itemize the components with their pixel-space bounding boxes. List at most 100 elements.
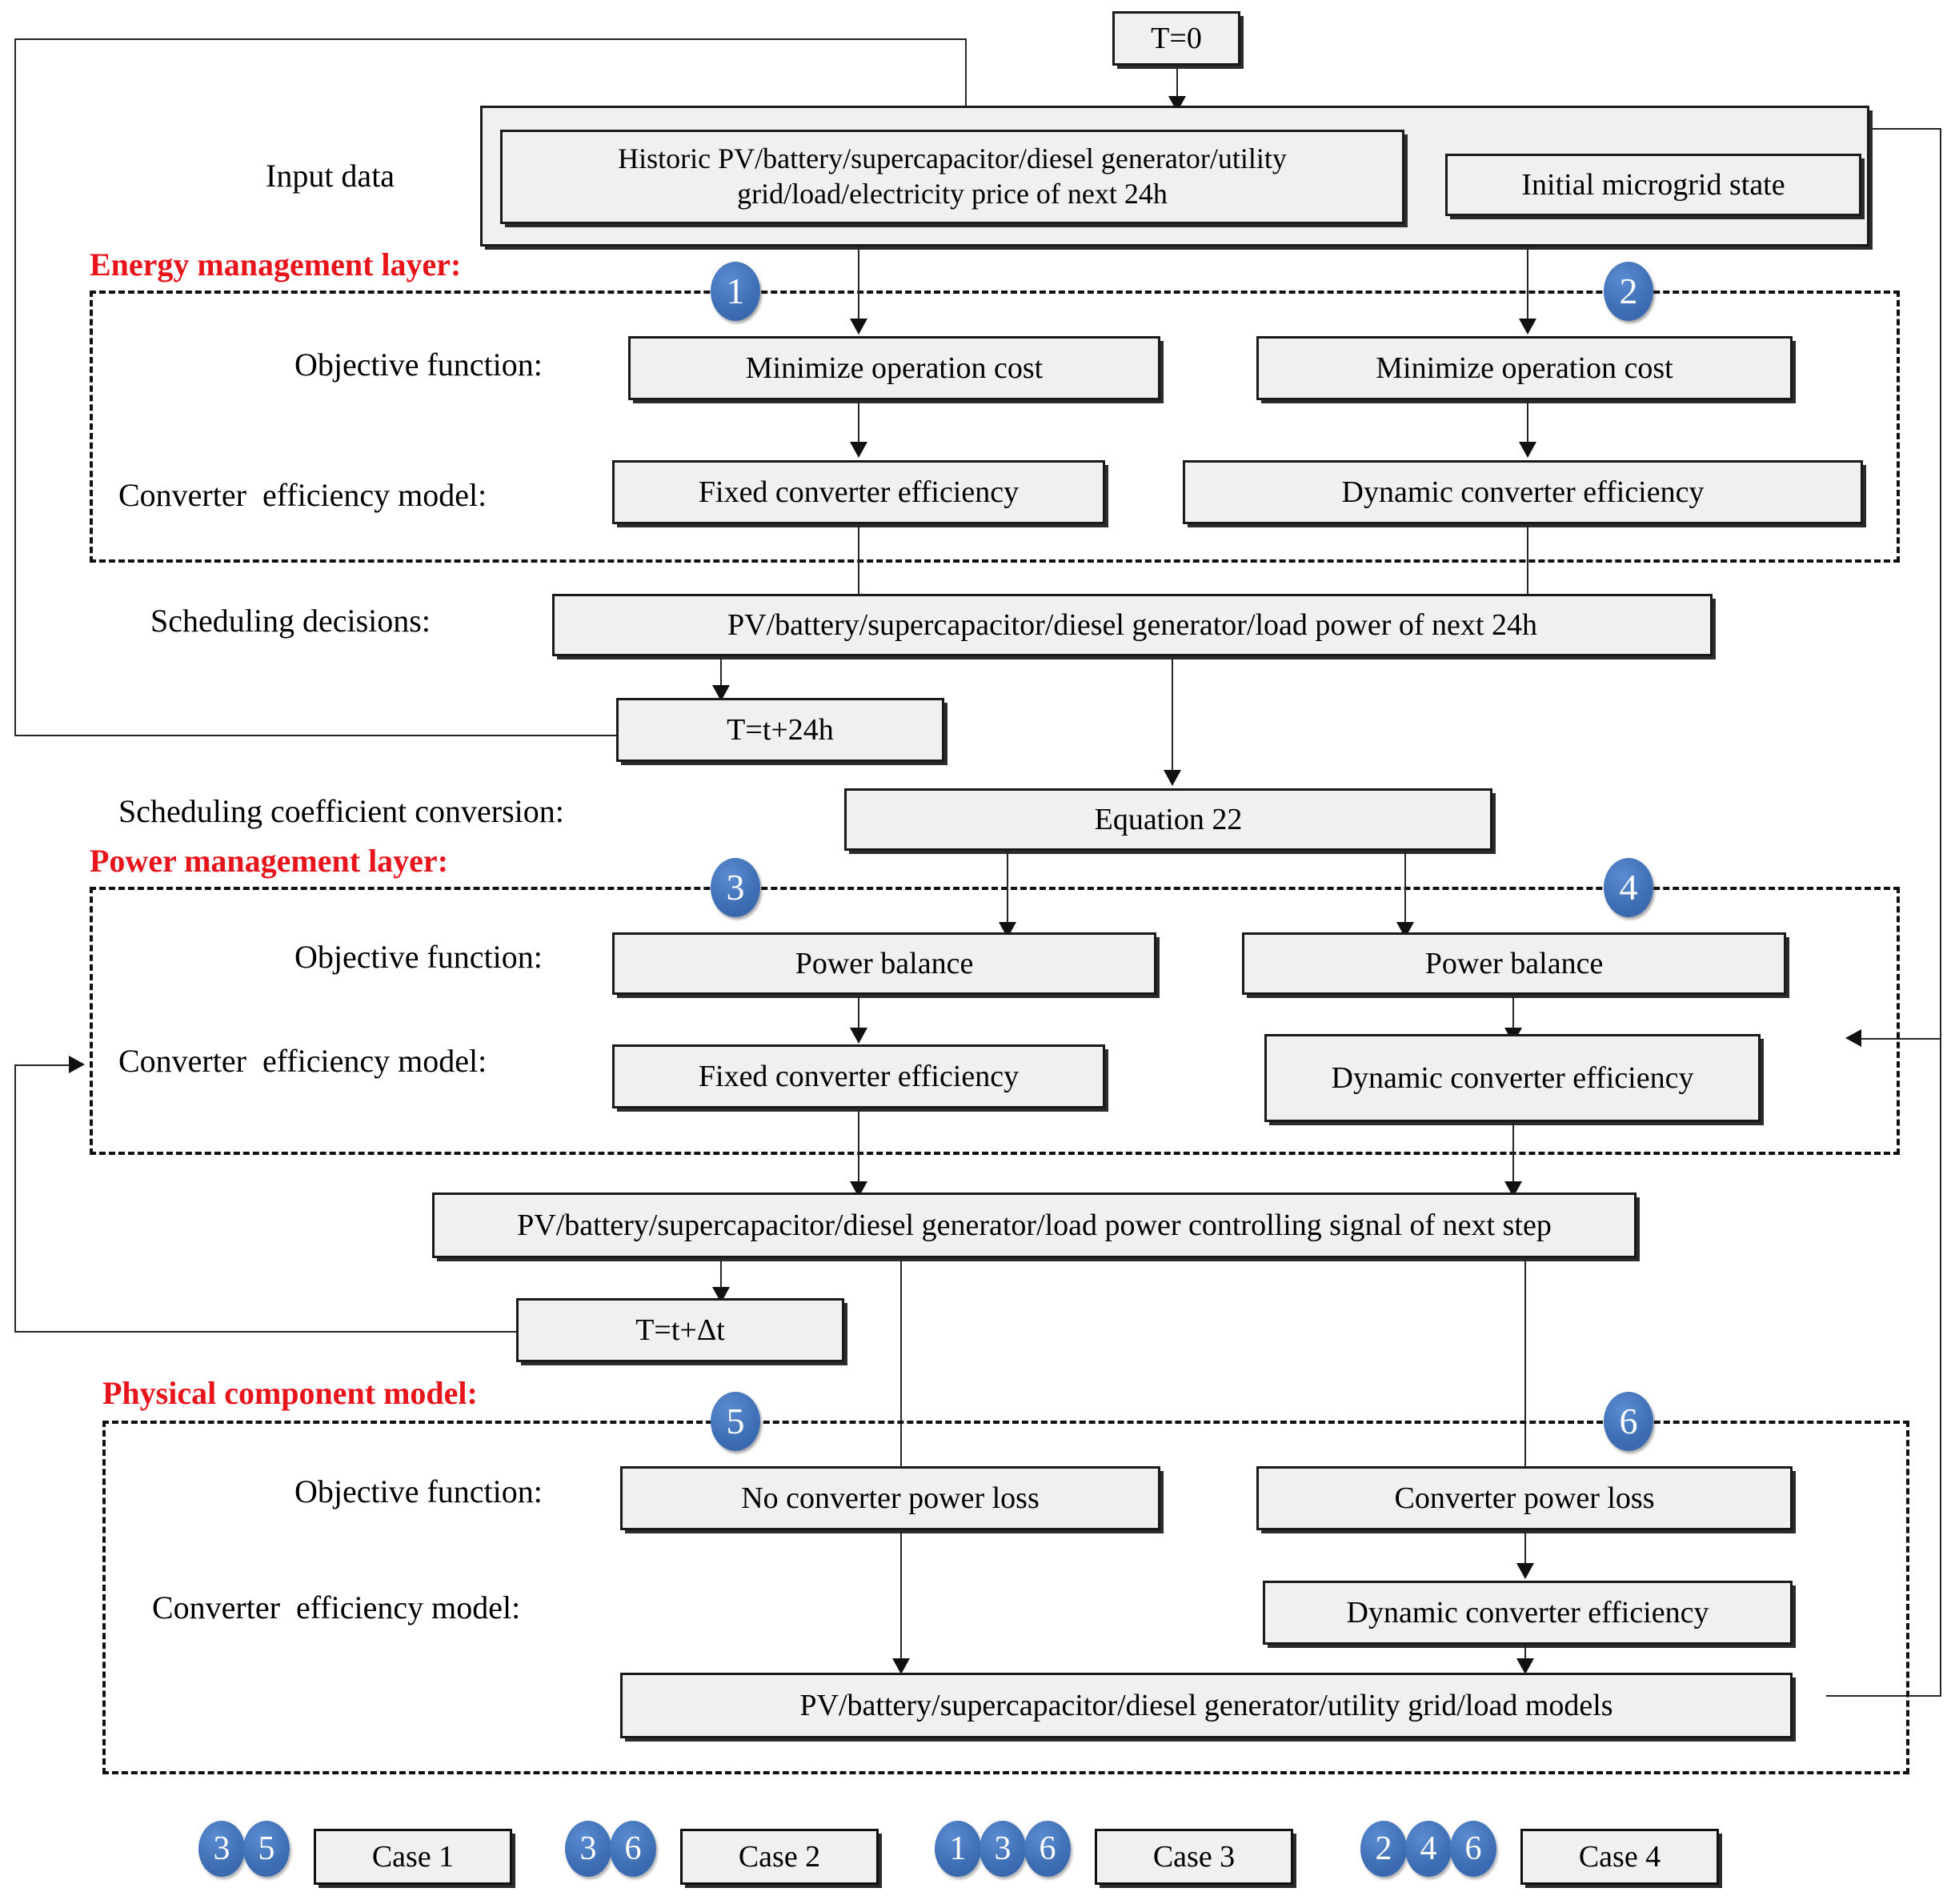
case-2-badge-3: 3 (565, 1821, 611, 1877)
edge-pm-obj-left-to-conv-arrow (850, 1028, 867, 1044)
edge-pc-obj-right-to-conv-arrow (1516, 1563, 1534, 1579)
loop-power-top (14, 1064, 70, 1066)
loop-power-bottom (14, 1331, 519, 1333)
edge-em-conv-right-down (1527, 524, 1528, 603)
loop-energy-top (14, 38, 967, 40)
label-input-data: Input data (266, 158, 395, 194)
badge-3-label: 3 (726, 867, 745, 908)
edge-initial-to-em-right (1527, 247, 1528, 330)
loop-right-from-physical (1826, 1695, 1941, 1697)
case-1-badge-5: 5 (243, 1821, 290, 1877)
edge-pm-conv-right-down (1512, 1122, 1514, 1187)
edge-sched-to-t24-arrow (712, 685, 730, 701)
case-3-badge-3-label: 3 (994, 1830, 1012, 1867)
node-em-objective-right[interactable]: Minimize operation cost (1256, 336, 1793, 400)
edge-control-to-tdt (720, 1258, 722, 1292)
node-scheduling-decisions-label: PV/battery/supercapacitor/diesel generat… (727, 607, 1537, 642)
case-4-box[interactable]: Case 4 (1520, 1829, 1719, 1885)
label-objective-function-physical: Objective function: (294, 1473, 543, 1509)
badge-4: 4 (1604, 858, 1653, 917)
label-objective-function-energy: Objective function: (294, 347, 543, 383)
edge-em-obj-right-to-conv (1527, 400, 1528, 448)
case-1-badge-3: 3 (198, 1821, 245, 1877)
node-component-models[interactable]: PV/battery/supercapacitor/diesel generat… (620, 1673, 1793, 1738)
badge-2: 2 (1604, 262, 1653, 321)
case-3-badge-3: 3 (980, 1821, 1026, 1877)
node-pc-objective-right[interactable]: Converter power loss (1256, 1466, 1793, 1530)
node-pm-objective-left-label: Power balance (795, 946, 974, 980)
edge-pm-obj-right-to-conv (1512, 995, 1514, 1033)
case-2-box[interactable]: Case 2 (680, 1829, 879, 1885)
node-start[interactable]: T=0 (1112, 11, 1240, 66)
edge-pc-left-to-models (900, 1530, 902, 1665)
node-historic-data[interactable]: Historic PV/battery/supercapacitor/diese… (500, 130, 1404, 224)
node-t-plus-24h-label: T=t+24h (727, 712, 834, 747)
case-1-box[interactable]: Case 1 (314, 1829, 512, 1885)
label-energy-management-layer: Energy management layer: (90, 247, 462, 283)
node-pm-objective-right[interactable]: Power balance (1242, 932, 1786, 995)
label-converter-efficiency-physical: Converter efficiency model: (152, 1589, 521, 1625)
badge-4-label: 4 (1619, 867, 1638, 908)
node-pc-objective-left-label: No converter power loss (741, 1481, 1040, 1515)
case-4-badge-2: 2 (1360, 1821, 1407, 1877)
node-t-plus-24h[interactable]: T=t+24h (616, 698, 944, 762)
case-3-badge-6: 6 (1024, 1821, 1071, 1877)
node-t-plus-dt[interactable]: T=t+Δt (516, 1298, 844, 1362)
case-4-label: Case 4 (1578, 1840, 1661, 1874)
edge-historic-to-em-left (858, 247, 859, 330)
node-em-converter-left[interactable]: Fixed converter efficiency (612, 460, 1105, 524)
loop-right-spine (1940, 128, 1941, 1697)
edge-pm-conv-left-down (858, 1108, 859, 1187)
node-pc-converter-right[interactable]: Dynamic converter efficiency (1263, 1581, 1793, 1645)
node-pm-converter-right[interactable]: Dynamic converter efficiency (1264, 1034, 1761, 1122)
loop-power-arrowhead (69, 1056, 85, 1073)
edge-pc-left-to-models-arrow (892, 1658, 910, 1674)
case-1-badge-3-label: 3 (213, 1830, 230, 1867)
case-3-badge-1-label: 1 (949, 1830, 967, 1867)
node-em-objective-left-label: Minimize operation cost (745, 351, 1044, 385)
edge-historic-to-em-left-arrow (850, 319, 867, 335)
loop-right-to-initial (1865, 128, 1941, 130)
node-em-objective-left[interactable]: Minimize operation cost (628, 336, 1160, 400)
case-4-badge-4: 4 (1405, 1821, 1452, 1877)
badge-6-label: 6 (1619, 1401, 1638, 1441)
badge-1-label: 1 (726, 271, 745, 311)
edge-pc-obj-right-to-conv (1524, 1530, 1526, 1569)
node-pc-objective-right-label: Converter power loss (1394, 1481, 1655, 1515)
node-initial-state[interactable]: Initial microgrid state (1445, 154, 1861, 216)
label-objective-function-power: Objective function: (294, 939, 543, 975)
node-pm-objective-left[interactable]: Power balance (612, 932, 1156, 995)
edge-sched-to-t24 (720, 656, 722, 690)
badge-5: 5 (711, 1392, 760, 1451)
case-1-badge-5-label: 5 (258, 1830, 275, 1867)
node-scheduling-decisions[interactable]: PV/battery/supercapacitor/diesel generat… (552, 594, 1713, 656)
case-3-box[interactable]: Case 3 (1095, 1829, 1293, 1885)
edge-pm-obj-left-to-conv (858, 995, 859, 1033)
case-4-badge-2-label: 2 (1375, 1830, 1392, 1867)
node-t-plus-dt-label: T=t+Δt (635, 1313, 725, 1347)
case-2-badge-6-label: 6 (624, 1830, 642, 1867)
case-2-badge-6: 6 (610, 1821, 656, 1877)
node-pm-converter-left[interactable]: Fixed converter efficiency (612, 1044, 1105, 1108)
label-scheduling-decisions: Scheduling decisions: (150, 603, 431, 639)
node-equation-22[interactable]: Equation 22 (844, 788, 1492, 851)
label-physical-component-model: Physical component model: (102, 1375, 478, 1411)
edge-em-obj-right-to-conv-arrow (1519, 442, 1536, 458)
edge-em-obj-left-to-conv (858, 400, 859, 448)
edge-em-conv-left-down (858, 524, 859, 603)
badge-6: 6 (1604, 1392, 1653, 1451)
case-4-badge-4-label: 4 (1420, 1830, 1437, 1867)
node-control-signal[interactable]: PV/battery/supercapacitor/diesel generat… (432, 1193, 1637, 1258)
badge-5-label: 5 (726, 1401, 745, 1441)
node-em-objective-right-label: Minimize operation cost (1376, 351, 1673, 385)
node-pc-converter-right-label: Dynamic converter efficiency (1346, 1595, 1709, 1629)
node-pc-objective-left[interactable]: No converter power loss (620, 1466, 1160, 1530)
loop-energy-left (14, 38, 16, 736)
node-equation-22-label: Equation 22 (1094, 802, 1243, 836)
edge-em-obj-left-to-conv-arrow (850, 442, 867, 458)
node-pm-objective-right-label: Power balance (1424, 946, 1604, 980)
node-em-converter-right[interactable]: Dynamic converter efficiency (1183, 460, 1863, 524)
label-scheduling-coefficient-conversion: Scheduling coefficient conversion: (118, 793, 564, 829)
edge-pc-right-to-models (1524, 1645, 1526, 1665)
node-component-models-label: PV/battery/supercapacitor/diesel generat… (799, 1688, 1613, 1722)
